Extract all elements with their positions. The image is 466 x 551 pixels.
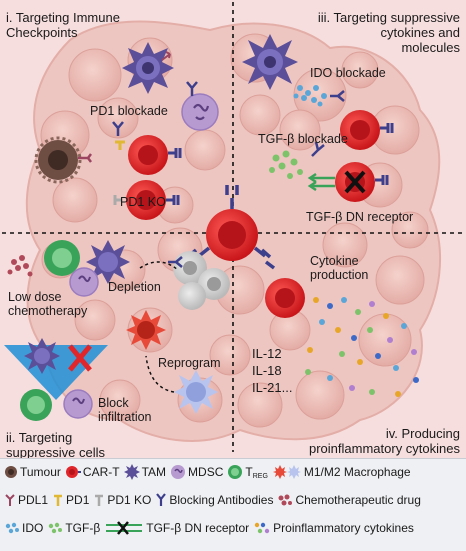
depleted-cells [168,251,230,310]
antibody-icon [156,493,167,506]
label-tgfb-blockade: TGF-β blockade [258,132,348,146]
antibody-icon [112,121,124,136]
macrophage-m1 [126,310,166,350]
legend-row-1: Tumour CAR-T TAM MDSC TREG M1/M2 Macroph… [4,461,415,483]
diagram-svg [0,0,466,458]
legend: Tumour CAR-T TAM MDSC TREG M1/M2 Macroph… [0,458,466,551]
tumour-icon [5,466,17,478]
quadrant-title-i: i. Targeting Immune Checkpoints [6,10,120,40]
legend-tgfb: TGF-β [47,521,100,535]
legend-pdl1: PDL1 [4,493,48,507]
legend-pd1-ko: PD1 KO [93,493,151,507]
quadrant-title-iv: iv. Producing proinflammatory cytokines [309,426,460,456]
antibody-icon [186,81,198,96]
pd1-icon [115,140,125,150]
tam-icon [123,464,140,480]
mdsc-cell [63,389,93,419]
label-pd1-ko: PD1 KO [120,195,166,209]
chemo-drug-icon [278,494,293,506]
tgfb-icon [49,522,63,534]
mdsc-icon [171,465,186,479]
ido-icon [5,522,19,534]
legend-cytokines: Proinflammatory cytokines [253,521,414,535]
label-pd1-blockade: PD1 blockade [90,104,168,118]
label-tgfb-dn: TGF-β DN receptor [306,210,414,224]
label-reprogram: Reprogram [158,356,221,370]
treg-cell [20,389,52,421]
block-x [68,344,92,372]
legend-tam: TAM [123,464,166,480]
ido-molecules [293,85,327,107]
label-ido-blockade: IDO blockade [310,66,386,80]
treg-icon [228,465,243,479]
tumour-cell-dark [34,136,92,184]
cytokines-icon [254,522,270,534]
depletion-arrow [139,261,179,271]
label-depletion: Depletion [108,280,161,294]
legend-dn-receptor: TGF-β DN receptor [104,521,249,535]
label-cytokine-production: Cytokine production [310,254,369,282]
reprogram-arrow [145,355,175,393]
pdl1-icon [5,494,15,506]
legend-ido: IDO [4,521,43,535]
macrophage-m2 [174,370,218,414]
tam-cell [122,42,174,94]
pd1-icon [54,494,63,506]
legend-macrophage: M1/M2 Macrophage [272,464,411,480]
car-t-cell [340,110,394,150]
macrophage-icon [272,465,301,479]
quadrant-title-ii: ii. Targeting suppressive cells [6,430,105,460]
diagram-canvas: i. Targeting Immune Checkpoints ii. Targ… [0,0,466,460]
legend-treg: TREG [227,464,268,480]
pd1-ko-icon [95,494,104,506]
label-block-infiltration: Block infiltration [98,396,152,424]
label-low-dose: Low dose chemotherapy [8,290,88,318]
car-t-cell [265,278,305,318]
quadrant-title-iii: iii. Targeting suppressive cytokines and… [317,10,460,55]
legend-tumour: Tumour [4,465,61,479]
label-interleukins: IL-12 IL-18 IL-21... [252,346,293,395]
antibody-icon [330,90,345,102]
tam-cell [86,240,130,284]
dn-receptor-icon [106,521,143,535]
legend-chemo: Chemotherapeutic drug [277,493,421,507]
legend-car-t: CAR-T [65,465,120,479]
antibody-icon [311,141,325,157]
car-t-dn-receptor [307,162,389,202]
legend-row-3: IDO TGF-β TGF-β DN receptor Proinflammat… [4,517,418,539]
car-t-central [186,185,276,270]
cytokine-dots [305,297,419,397]
tam-cell [24,338,60,374]
car-t-cell [128,135,182,175]
treg-cell [44,240,80,276]
legend-row-2: PDL1 PD1 PD1 KO Blocking Antibodies Chem… [4,489,425,511]
chemo-drug [7,255,33,277]
legend-mdsc: MDSC [170,464,223,480]
mdsc-cell [69,267,99,297]
tgfb-molecules [269,150,303,179]
legend-antibody: Blocking Antibodies [155,493,273,507]
car-t-icon [65,466,81,478]
car-t-cell [113,180,180,220]
mdsc-cell [181,93,219,131]
legend-pd1: PD1 [52,493,89,507]
tam-cell [242,34,298,90]
